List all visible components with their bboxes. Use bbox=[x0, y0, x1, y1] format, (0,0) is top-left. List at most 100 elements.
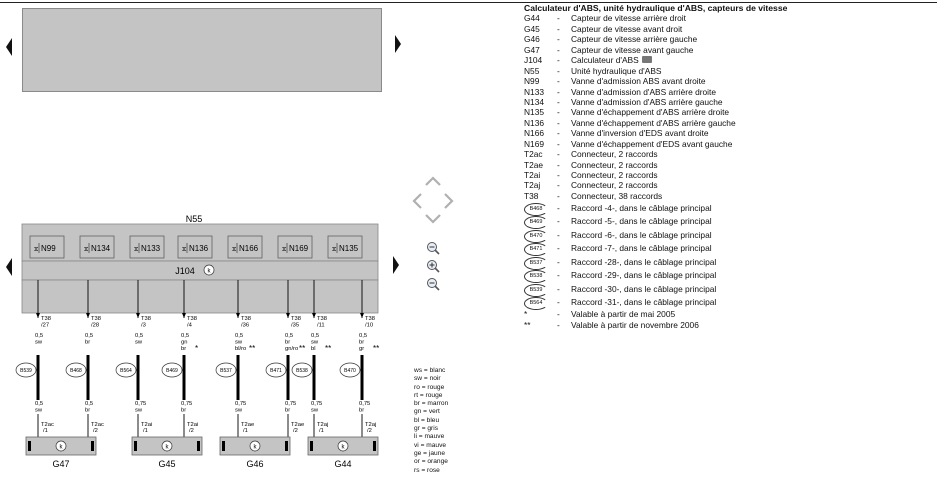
wire-gauge-label: 0,5 bbox=[35, 401, 43, 407]
wire-gauge-label: gn bbox=[181, 340, 187, 346]
wire-gauge-label: 0,75 bbox=[311, 401, 322, 407]
zoom-reset-icon[interactable] bbox=[427, 278, 440, 291]
ecu-lower-panel bbox=[21, 279, 379, 314]
legend-dash: - bbox=[557, 319, 560, 330]
legend-desc: Raccord -7-, dans le câblage principal bbox=[571, 243, 712, 254]
legend-dash: - bbox=[557, 256, 560, 267]
sensor-symbol-icon bbox=[249, 440, 261, 452]
wire-gauge-label: 0,75 bbox=[285, 401, 296, 407]
prev-page-arrow-bottom[interactable] bbox=[6, 258, 12, 276]
valve-label: N135 bbox=[339, 244, 359, 253]
legend-dash: - bbox=[557, 44, 560, 55]
wire-gauge-label: 0,75 bbox=[359, 401, 370, 407]
legend-dash: - bbox=[557, 309, 560, 320]
pan-left-icon[interactable] bbox=[412, 193, 422, 209]
legend-item: N55-Unité hydraulique d'ABS bbox=[524, 66, 934, 76]
wire-gauge-label: 0,75 bbox=[181, 401, 192, 407]
valve-label: N99 bbox=[41, 244, 56, 253]
legend-item: N166-Vanne d'inversion d'EDS avant droit… bbox=[524, 128, 934, 138]
wire-colour-label: br bbox=[181, 408, 186, 414]
splice-badge-icon: B538 bbox=[524, 269, 554, 284]
legend-code: N133 bbox=[524, 86, 545, 97]
wire-gauge-label: br bbox=[359, 340, 364, 346]
legend-dash: - bbox=[557, 34, 560, 45]
valve-n133: ⧖N133 bbox=[129, 235, 165, 259]
wire-gauge-label: 0,5 bbox=[135, 333, 143, 339]
sensor-label: G47 bbox=[52, 459, 69, 469]
valve-n169: ⧖N169 bbox=[277, 235, 313, 259]
legend-item: T2ac-Connecteur, 2 raccords bbox=[524, 149, 934, 159]
pan-right-icon[interactable] bbox=[444, 193, 454, 209]
valve-label: N134 bbox=[91, 244, 111, 253]
legend-item: G46-Capteur de vitesse arrière gauche bbox=[524, 34, 934, 44]
wire-arrow-icon bbox=[36, 313, 40, 318]
sensor-terminal bbox=[310, 441, 313, 451]
sensor-symbol-icon bbox=[337, 440, 349, 452]
legend-item: T2aj-Connecteur, 2 raccords bbox=[524, 180, 934, 190]
legend-code: N134 bbox=[524, 96, 545, 107]
colour-key-entry: ws = blanc bbox=[414, 367, 446, 374]
legend-item: J104-Calculateur d'ABS bbox=[524, 55, 934, 65]
wire-colour-label: bl/ro bbox=[235, 346, 246, 352]
diagram-preview-top bbox=[22, 8, 382, 92]
valve-symbol-icon: ⧖ bbox=[232, 247, 236, 253]
pan-up-icon[interactable] bbox=[425, 176, 441, 186]
connector-label: T2ac bbox=[41, 422, 54, 428]
footnote-mark: ** bbox=[524, 319, 531, 330]
wire-segment bbox=[236, 355, 240, 400]
splice-label: B471 bbox=[270, 368, 282, 374]
sensor-symbol-icon bbox=[55, 440, 67, 452]
zoom-in-icon[interactable] bbox=[427, 260, 440, 273]
footnote-marker: ** bbox=[373, 344, 379, 353]
legend-raccord: B469-Raccord -5-, dans le câblage princi… bbox=[524, 215, 934, 230]
splice-badge-icon: B469 bbox=[524, 215, 554, 230]
component-legend: Calculateur d'ABS, unité hydraulique d'A… bbox=[524, 3, 934, 330]
legend-desc: Capteur de vitesse avant droit bbox=[571, 23, 683, 34]
pin-label: T38 bbox=[317, 316, 327, 322]
legend-desc: Capteur de vitesse arrière gauche bbox=[571, 34, 698, 45]
wire-gauge-label: 0,75 bbox=[235, 401, 246, 407]
prev-page-arrow-top[interactable] bbox=[6, 38, 12, 56]
legend-dash: - bbox=[557, 283, 560, 294]
legend-dash: - bbox=[557, 159, 560, 170]
legend-footnote: **-Valable à partir de novembre 2006 bbox=[524, 320, 934, 330]
legend-desc: Capteur de vitesse arrière droit bbox=[571, 13, 686, 24]
next-page-arrow-bottom[interactable] bbox=[393, 256, 399, 274]
pan-down-icon[interactable] bbox=[425, 214, 441, 224]
sensor-glyph: k bbox=[342, 445, 346, 451]
colour-key-entry: gr = gris bbox=[414, 425, 439, 433]
camera-icon[interactable] bbox=[641, 56, 652, 64]
wire-arrow-icon bbox=[236, 313, 240, 318]
legend-dash: - bbox=[557, 23, 560, 34]
legend-dash: - bbox=[557, 76, 560, 87]
legend-code: N135 bbox=[524, 107, 545, 118]
valve-n99: ⧖N99 bbox=[29, 235, 65, 259]
wire-arrow-icon bbox=[136, 313, 140, 318]
sensor-glyph: k bbox=[60, 445, 64, 451]
colour-key-entry: ge = jaune bbox=[414, 449, 445, 457]
legend-raccord: B471-Raccord -7-, dans le câblage princi… bbox=[524, 242, 934, 257]
legend-desc: Raccord -6-, dans le câblage principal bbox=[571, 229, 712, 240]
wire-gauge-label: sw bbox=[235, 340, 243, 346]
legend-desc: Raccord -28-, dans le câblage principal bbox=[571, 256, 717, 267]
legend-dash: - bbox=[557, 86, 560, 97]
next-page-arrow-top[interactable] bbox=[395, 35, 401, 53]
zoom-out-icon[interactable] bbox=[427, 242, 440, 255]
legend-item: N134-Vanne d'admission d'ABS arrière gau… bbox=[524, 97, 934, 107]
legend-dash: - bbox=[557, 55, 560, 66]
legend-dash: - bbox=[557, 243, 560, 254]
valve-label: N169 bbox=[289, 244, 309, 253]
top-rule bbox=[0, 2, 937, 3]
splice-label: B538 bbox=[296, 368, 308, 374]
legend-dash: - bbox=[557, 170, 560, 181]
legend-item: N135-Vanne d'échappement d'ABS arrière d… bbox=[524, 107, 934, 117]
legend-dash: - bbox=[557, 128, 560, 139]
pin-label: /10 bbox=[365, 323, 373, 329]
connector-label: T2aj bbox=[365, 422, 376, 428]
legend-dash: - bbox=[557, 107, 560, 118]
